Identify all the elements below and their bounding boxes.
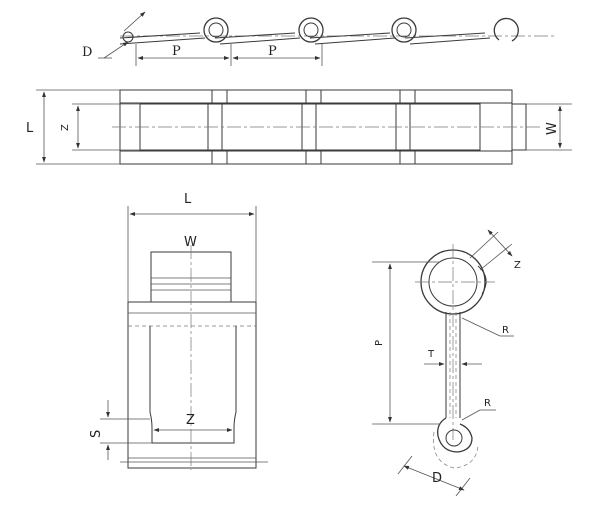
top-d-label: D [82, 45, 92, 60]
end-width-label: W [184, 235, 197, 250]
link-end-view: L W Z S [89, 192, 268, 470]
top-pitch-label-1: P [172, 44, 181, 59]
plan-length-label: L [26, 121, 34, 136]
top-d-dimension: D [82, 11, 146, 60]
detail-radius-label-2: R [484, 398, 491, 409]
end-length-label: L [184, 192, 192, 207]
chain-link-rods [119, 32, 491, 45]
chain-plan-view: L Z W [26, 89, 572, 165]
top-p-dimensions: P P [135, 44, 323, 66]
plan-width-label: W [545, 122, 560, 135]
plan-z-label: Z [60, 124, 71, 131]
end-z-label: Z [186, 413, 195, 428]
detail-pitch-label: P [374, 340, 385, 346]
chain-link-eyes [122, 17, 519, 43]
detail-radius-label-1: R [502, 325, 509, 336]
single-link-detail: Z P T R R D [372, 229, 521, 497]
end-step-label: S [89, 430, 104, 438]
chain-side-view: D P P [82, 11, 555, 66]
detail-diameter-label: D [432, 471, 442, 486]
top-pitch-label-2: P [268, 44, 277, 59]
detail-thickness-label: T [427, 349, 435, 360]
detail-z-label: Z [514, 260, 521, 271]
